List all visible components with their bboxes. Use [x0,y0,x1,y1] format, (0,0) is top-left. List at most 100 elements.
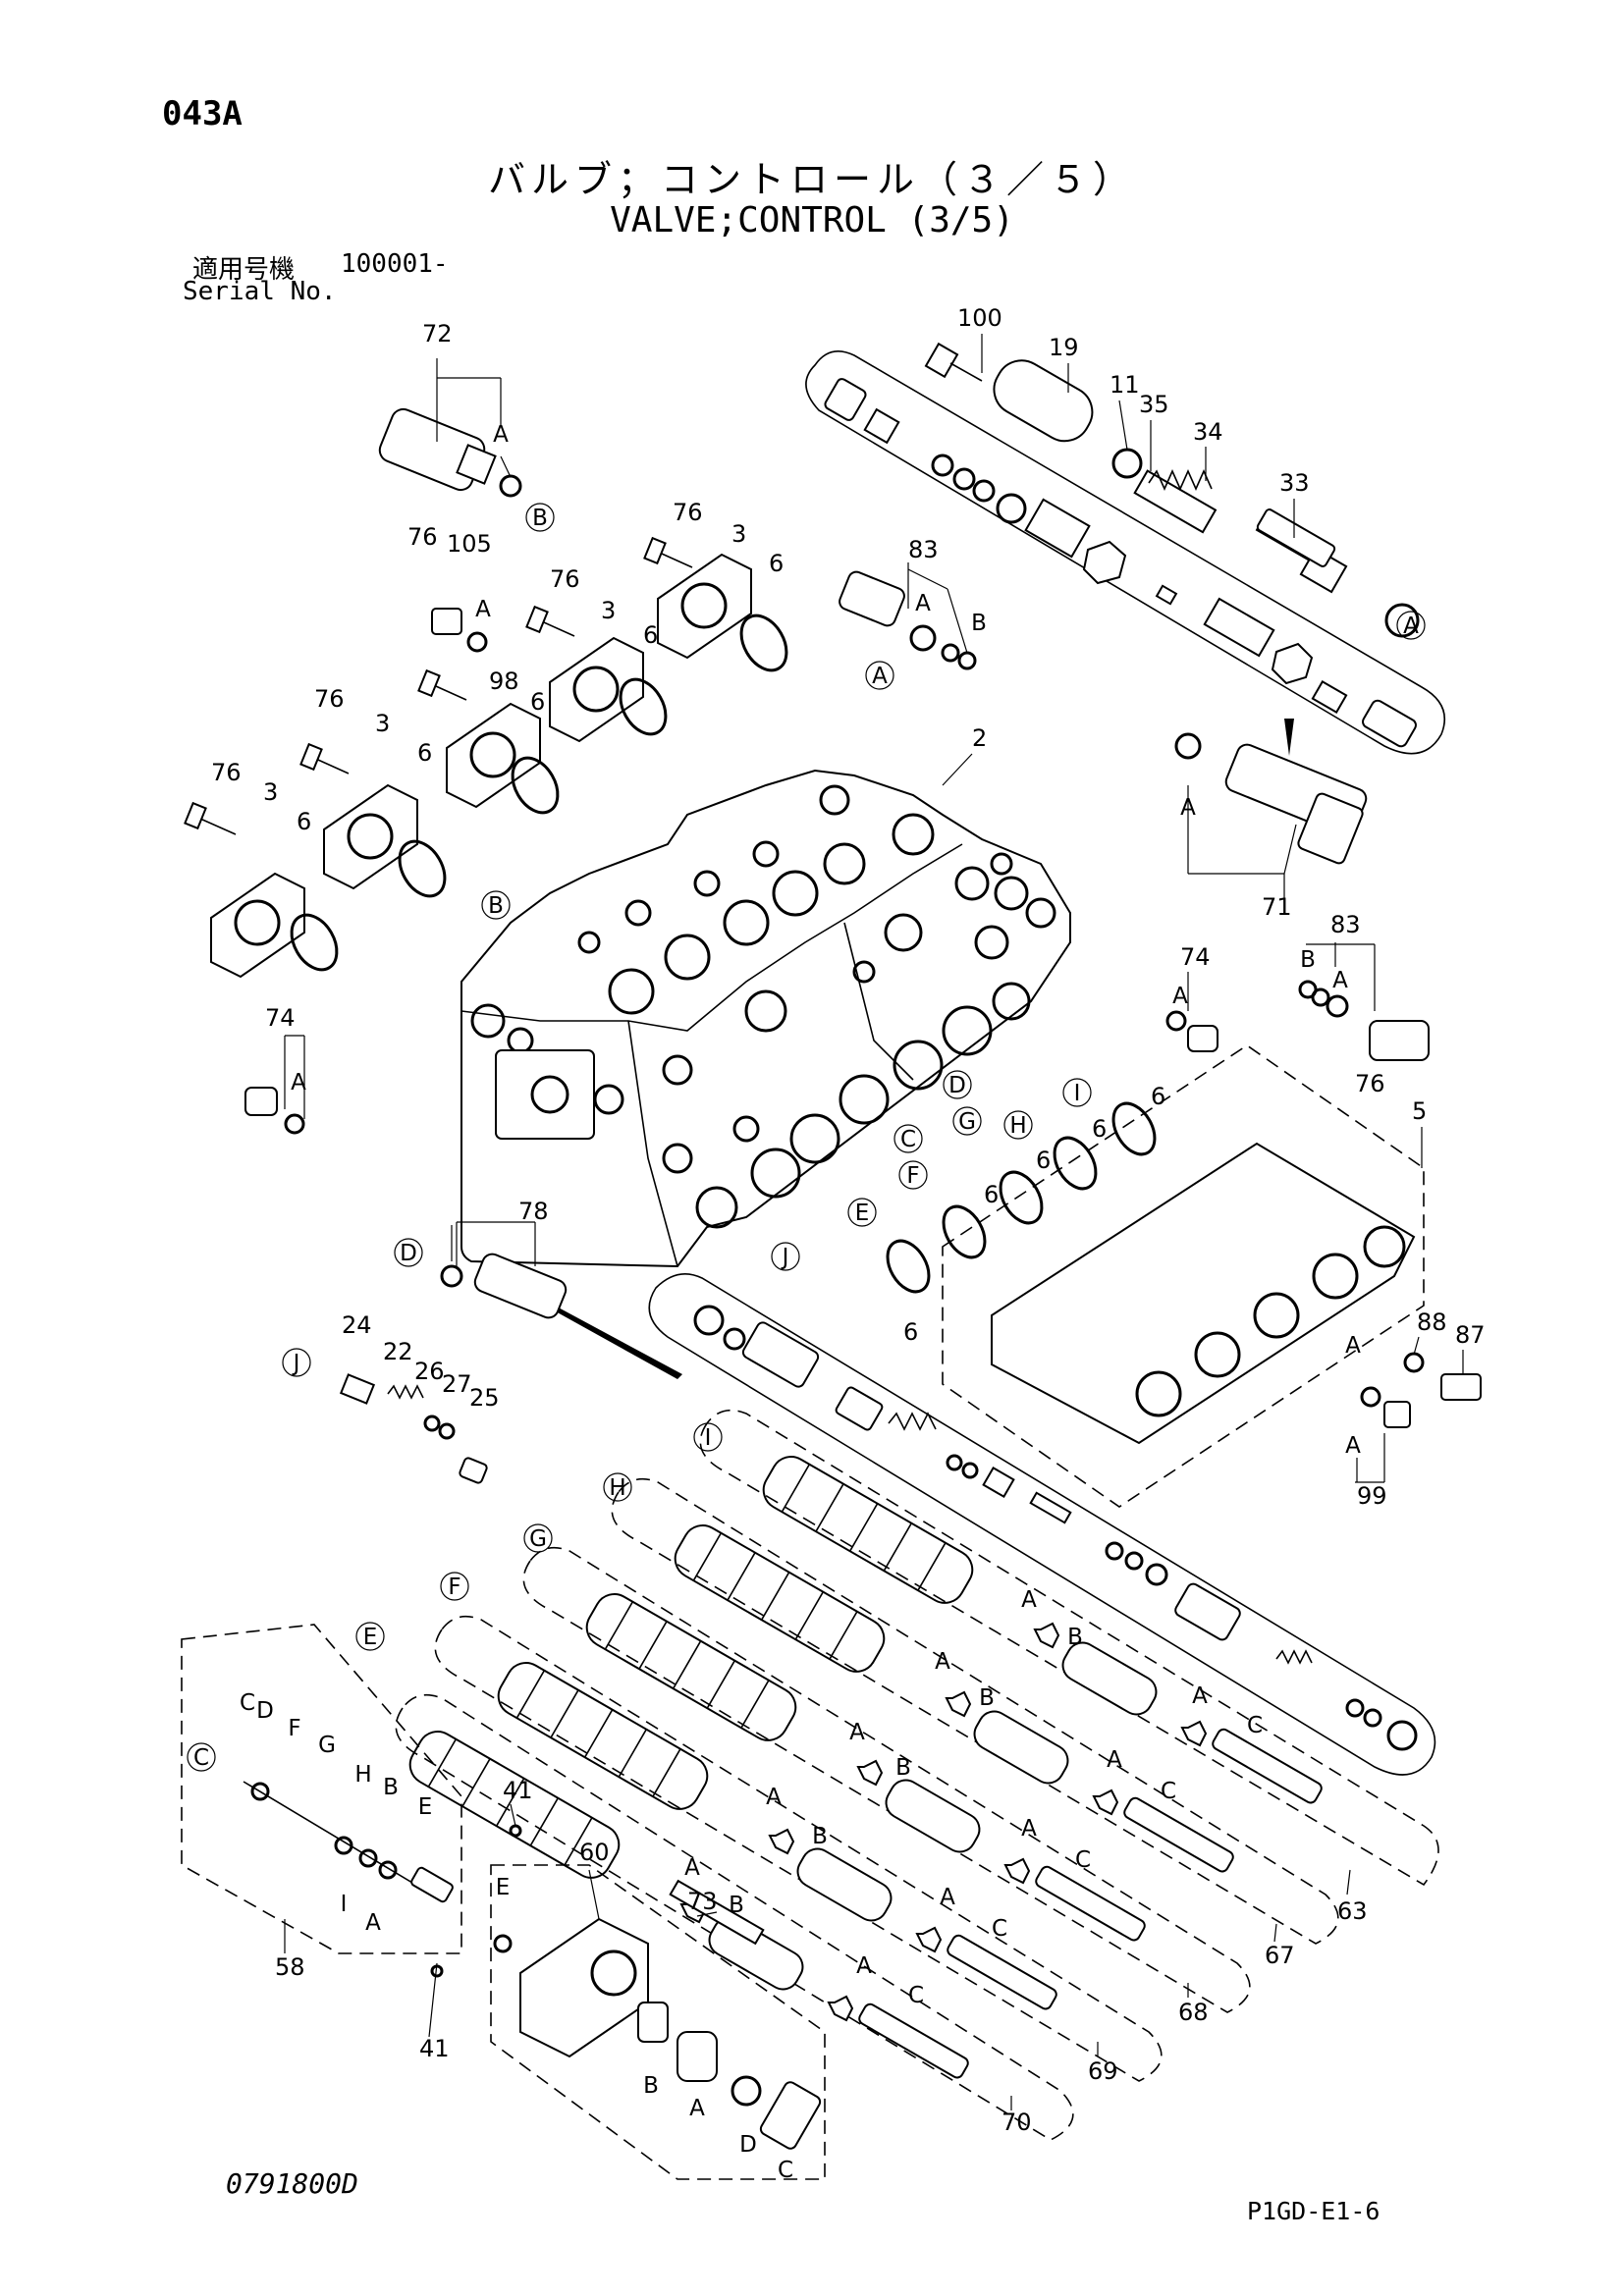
callout: 83 [908,536,939,563]
callout: 6 [769,550,784,577]
ref-letter: D [948,1073,966,1098]
ref-letter: A [1107,1747,1122,1773]
ref-letter: A [1192,1683,1208,1709]
ref-letter: B [895,1755,911,1781]
lower-relief-valve-assembly [545,1272,1436,1776]
callout: 76 [673,499,703,526]
callout: 76 [1355,1070,1385,1097]
ref-letter: A [493,422,509,448]
ref-letter: H [354,1762,371,1788]
ref-letter: A [872,664,888,689]
callout: 41 [419,2035,450,2062]
page-code: 043A [162,94,243,133]
main-valve-body [460,769,1071,1268]
ref-letter: A [1332,968,1348,993]
callout: 70 [1001,2109,1032,2136]
ref-letter: B [812,1824,828,1849]
callout: 3 [601,597,616,624]
callout: 6 [417,739,432,767]
ref-letter: C [900,1127,916,1152]
ref-letter: A [365,1910,381,1936]
ref-letter: A [1021,1816,1037,1842]
callout: 78 [518,1198,549,1225]
ref-letter: B [643,2073,659,2099]
ref-letter: C [1075,1847,1091,1873]
leader-lines [284,334,1464,2110]
callout: 74 [1180,943,1211,971]
callout: 6 [1151,1083,1165,1110]
end-cap-group-60 [430,1824,826,2180]
ref-letter: C [992,1916,1007,1942]
title-english: VALVE;CONTROL (3/5) [610,200,1014,240]
relief-valve-72 [378,358,522,498]
ref-letter: I [705,1425,712,1451]
reference-letters: B A A B I H D G C F E J D J I H G F E C … [187,422,1426,2183]
callout: 74 [265,1004,296,1032]
relief-valve-78 [440,1221,568,1319]
ref-letter: A [291,1070,306,1095]
callout: 6 [297,808,311,835]
ref-letter: A [684,1855,700,1881]
ref-letter: A [1021,1587,1037,1613]
ref-letter: A [1172,984,1188,1009]
callout: 68 [1178,1999,1209,2026]
ref-letter: A [1403,614,1419,639]
ref-letter: A [689,2096,705,2121]
callout: 87 [1455,1321,1486,1349]
callout: 76 [407,523,438,551]
ref-letter: J [292,1351,300,1376]
ref-letter: A [1180,795,1196,821]
callout: 100 [957,304,1002,332]
callout: 98 [489,667,519,695]
callout: 41 [503,1777,533,1804]
callout: 3 [731,520,746,548]
callout: 60 [579,1839,610,1866]
ref-letter: A [766,1785,782,1810]
ref-letter: B [729,1893,744,1918]
callout: 11 [1110,371,1140,399]
callout: 99 [1357,1482,1387,1510]
callout: 63 [1337,1897,1368,1925]
callout: 71 [1262,893,1292,921]
ref-letter: G [318,1733,336,1758]
callout: 73 [687,1888,718,1915]
callout: 76 [211,759,242,786]
top-relief-valve-assembly [805,342,1446,755]
ref-letter: A [1345,1433,1361,1459]
ref-letter: G [958,1109,976,1135]
ref-letter: E [363,1625,378,1650]
ref-letter: J [781,1245,789,1270]
seal-kit-58 [181,1624,462,1954]
callout: 67 [1265,1942,1295,1969]
ref-letter: B [1067,1625,1083,1650]
ref-letter: I [1074,1081,1081,1106]
serial-label-japanese: 適用号機 [192,255,296,285]
ref-letter: A [475,597,491,622]
callout: 6 [903,1318,918,1346]
ref-letter: G [529,1526,547,1552]
callout: 76 [550,565,580,593]
ref-letter: C [240,1690,255,1716]
callout: 19 [1049,334,1079,361]
callout: 76 [314,685,345,713]
ref-letter: C [193,1745,209,1771]
callout: 25 [469,1384,500,1412]
ref-letter: F [288,1716,300,1741]
serial-label-english: Serial No. [183,277,337,306]
callout: 34 [1193,418,1223,446]
ref-letter: H [609,1475,625,1501]
ref-letter: D [739,2132,757,2158]
callout: 5 [1412,1097,1427,1125]
callout: 2 [972,724,987,752]
callout: 6 [530,688,545,716]
serial-number-value: 100001- [341,249,449,279]
ref-letter: B [383,1775,399,1800]
ref-letter: A [940,1885,955,1910]
callout: 6 [984,1181,999,1208]
spools [395,1409,1439,2141]
ref-letter: C [1247,1713,1263,1738]
ref-letter: B [971,611,987,636]
page-reference: P1GD-E1-6 [1247,2197,1380,2225]
ref-letter: C [908,1983,924,2008]
